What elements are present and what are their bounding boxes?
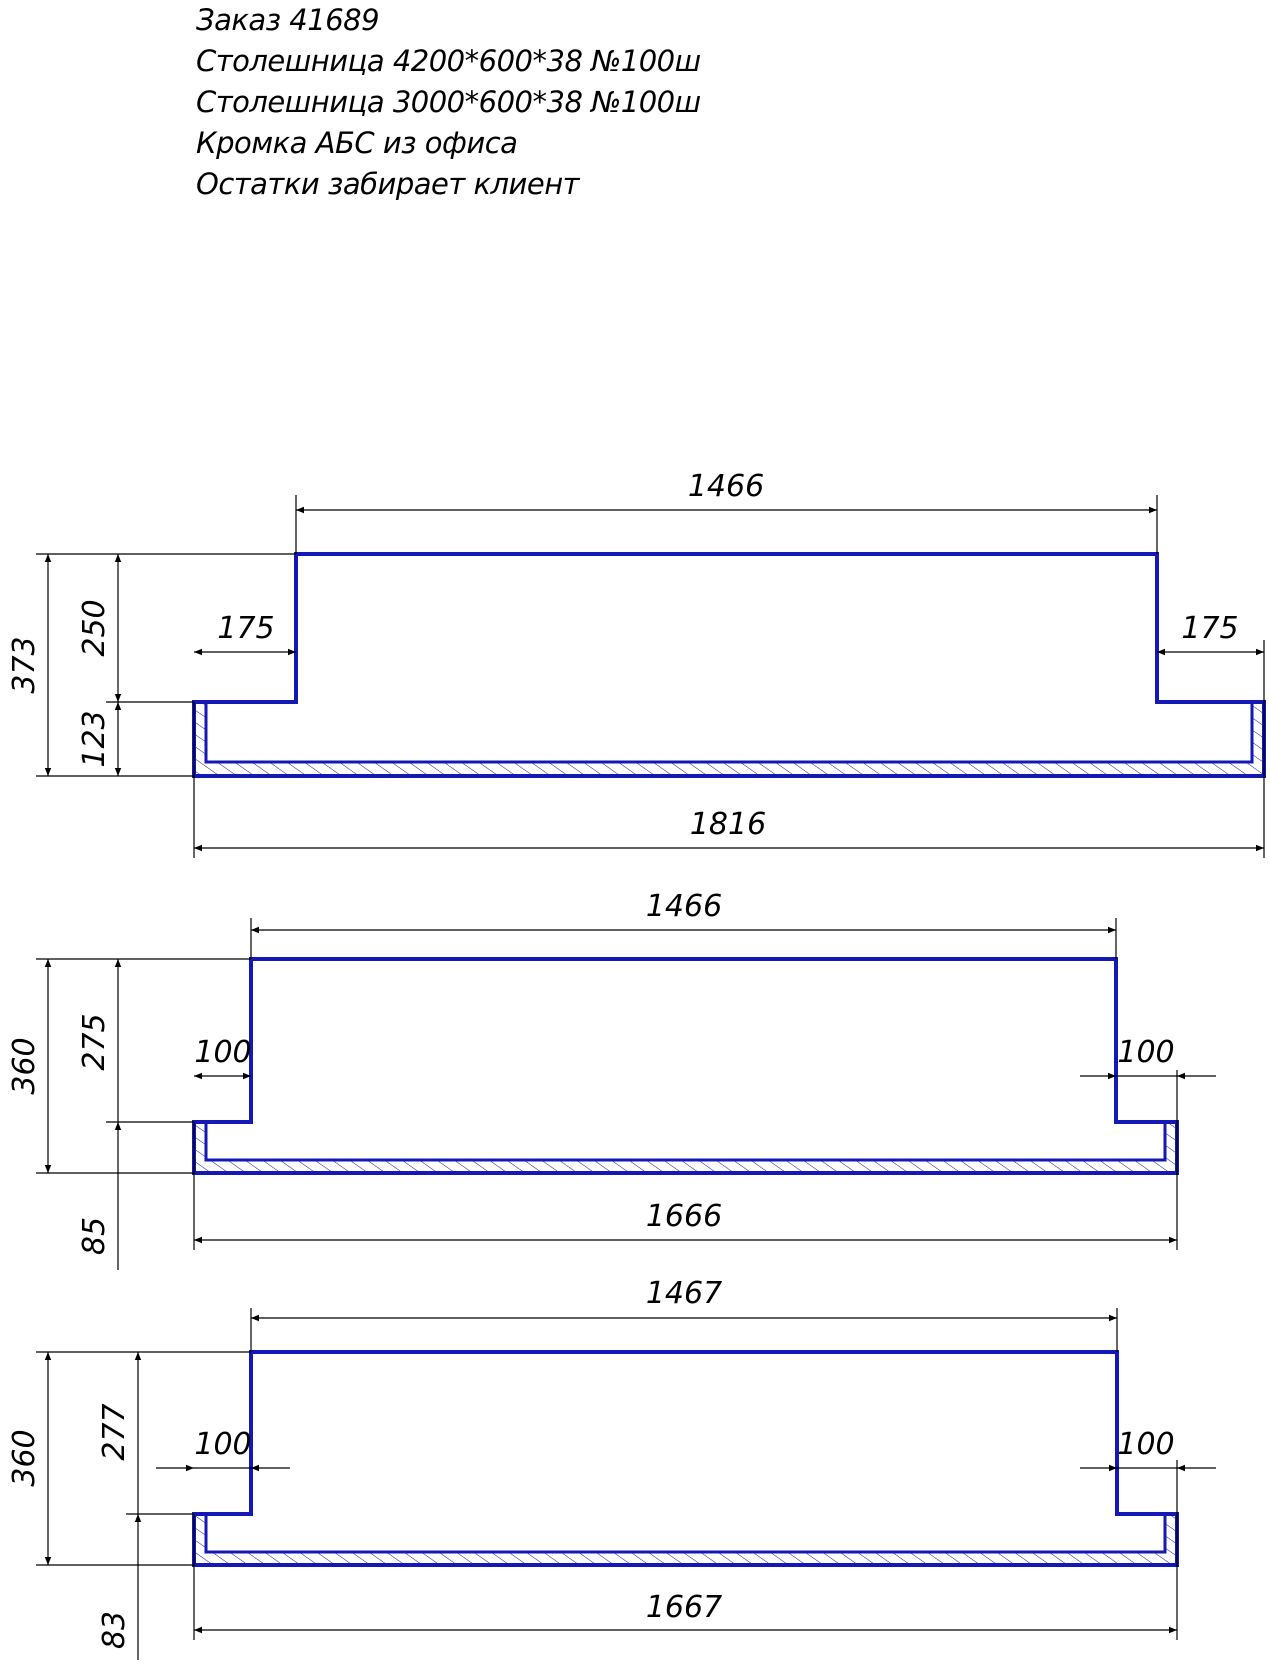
dim-1-right-step: 175 xyxy=(1181,611,1238,646)
dim-1-left-step: 175 xyxy=(217,611,274,646)
part-3-outline xyxy=(192,1350,1179,1567)
dim-2-lower-height: 85 xyxy=(77,1217,112,1255)
dim-3-left-step: 100 xyxy=(194,1427,251,1462)
dim-1-upper-height: 250 xyxy=(77,599,112,656)
dim-2-top: 1466 xyxy=(646,889,722,924)
part-1-outline xyxy=(192,552,1266,778)
part-3-edge-band xyxy=(192,1512,1179,1567)
dim-3-overall-height: 360 xyxy=(7,1429,42,1486)
dim-2-right-step: 100 xyxy=(1117,1035,1174,1070)
dim-1-bottom: 1816 xyxy=(690,807,766,842)
part-2-outline xyxy=(192,957,1179,1175)
dim-3-lower-height: 83 xyxy=(97,1611,132,1649)
dim-3-right-step: 100 xyxy=(1117,1427,1174,1462)
dim-1-lower-height: 123 xyxy=(77,710,112,767)
note-countertop-2: Столешница 3000*600*38 №100ш xyxy=(196,85,701,119)
order-number: Заказ 41689 xyxy=(196,3,380,37)
dim-1-top: 1466 xyxy=(688,469,764,504)
dim-1-overall-height: 373 xyxy=(7,636,42,693)
order-notes: Заказ 41689 Столешница 4200*600*38 №100ш… xyxy=(196,0,701,205)
part-2: 1466 1666 100 100 360 275 85 xyxy=(7,889,1216,1270)
dim-3-bottom: 1667 xyxy=(646,1590,722,1625)
dim-2-bottom: 1666 xyxy=(646,1199,722,1234)
part-2-edge-band xyxy=(192,1120,1179,1175)
note-leftovers: Остатки забирает клиент xyxy=(196,167,580,201)
dim-3-top: 1467 xyxy=(646,1276,722,1311)
dim-2-left-step: 100 xyxy=(194,1035,251,1070)
part-1: 1466 1816 175 175 373 250 123 xyxy=(7,469,1266,858)
note-countertop-1: Столешница 4200*600*38 №100ш xyxy=(196,44,701,78)
dim-2-upper-height: 275 xyxy=(77,1013,112,1070)
part-1-edge-band xyxy=(192,700,1266,778)
dim-2-overall-height: 360 xyxy=(7,1037,42,1094)
note-edge: Кромка АБС из офиса xyxy=(196,126,518,160)
part-3: 1467 1667 100 100 360 277 83 xyxy=(7,1276,1216,1660)
dim-3-upper-height: 277 xyxy=(97,1403,132,1460)
